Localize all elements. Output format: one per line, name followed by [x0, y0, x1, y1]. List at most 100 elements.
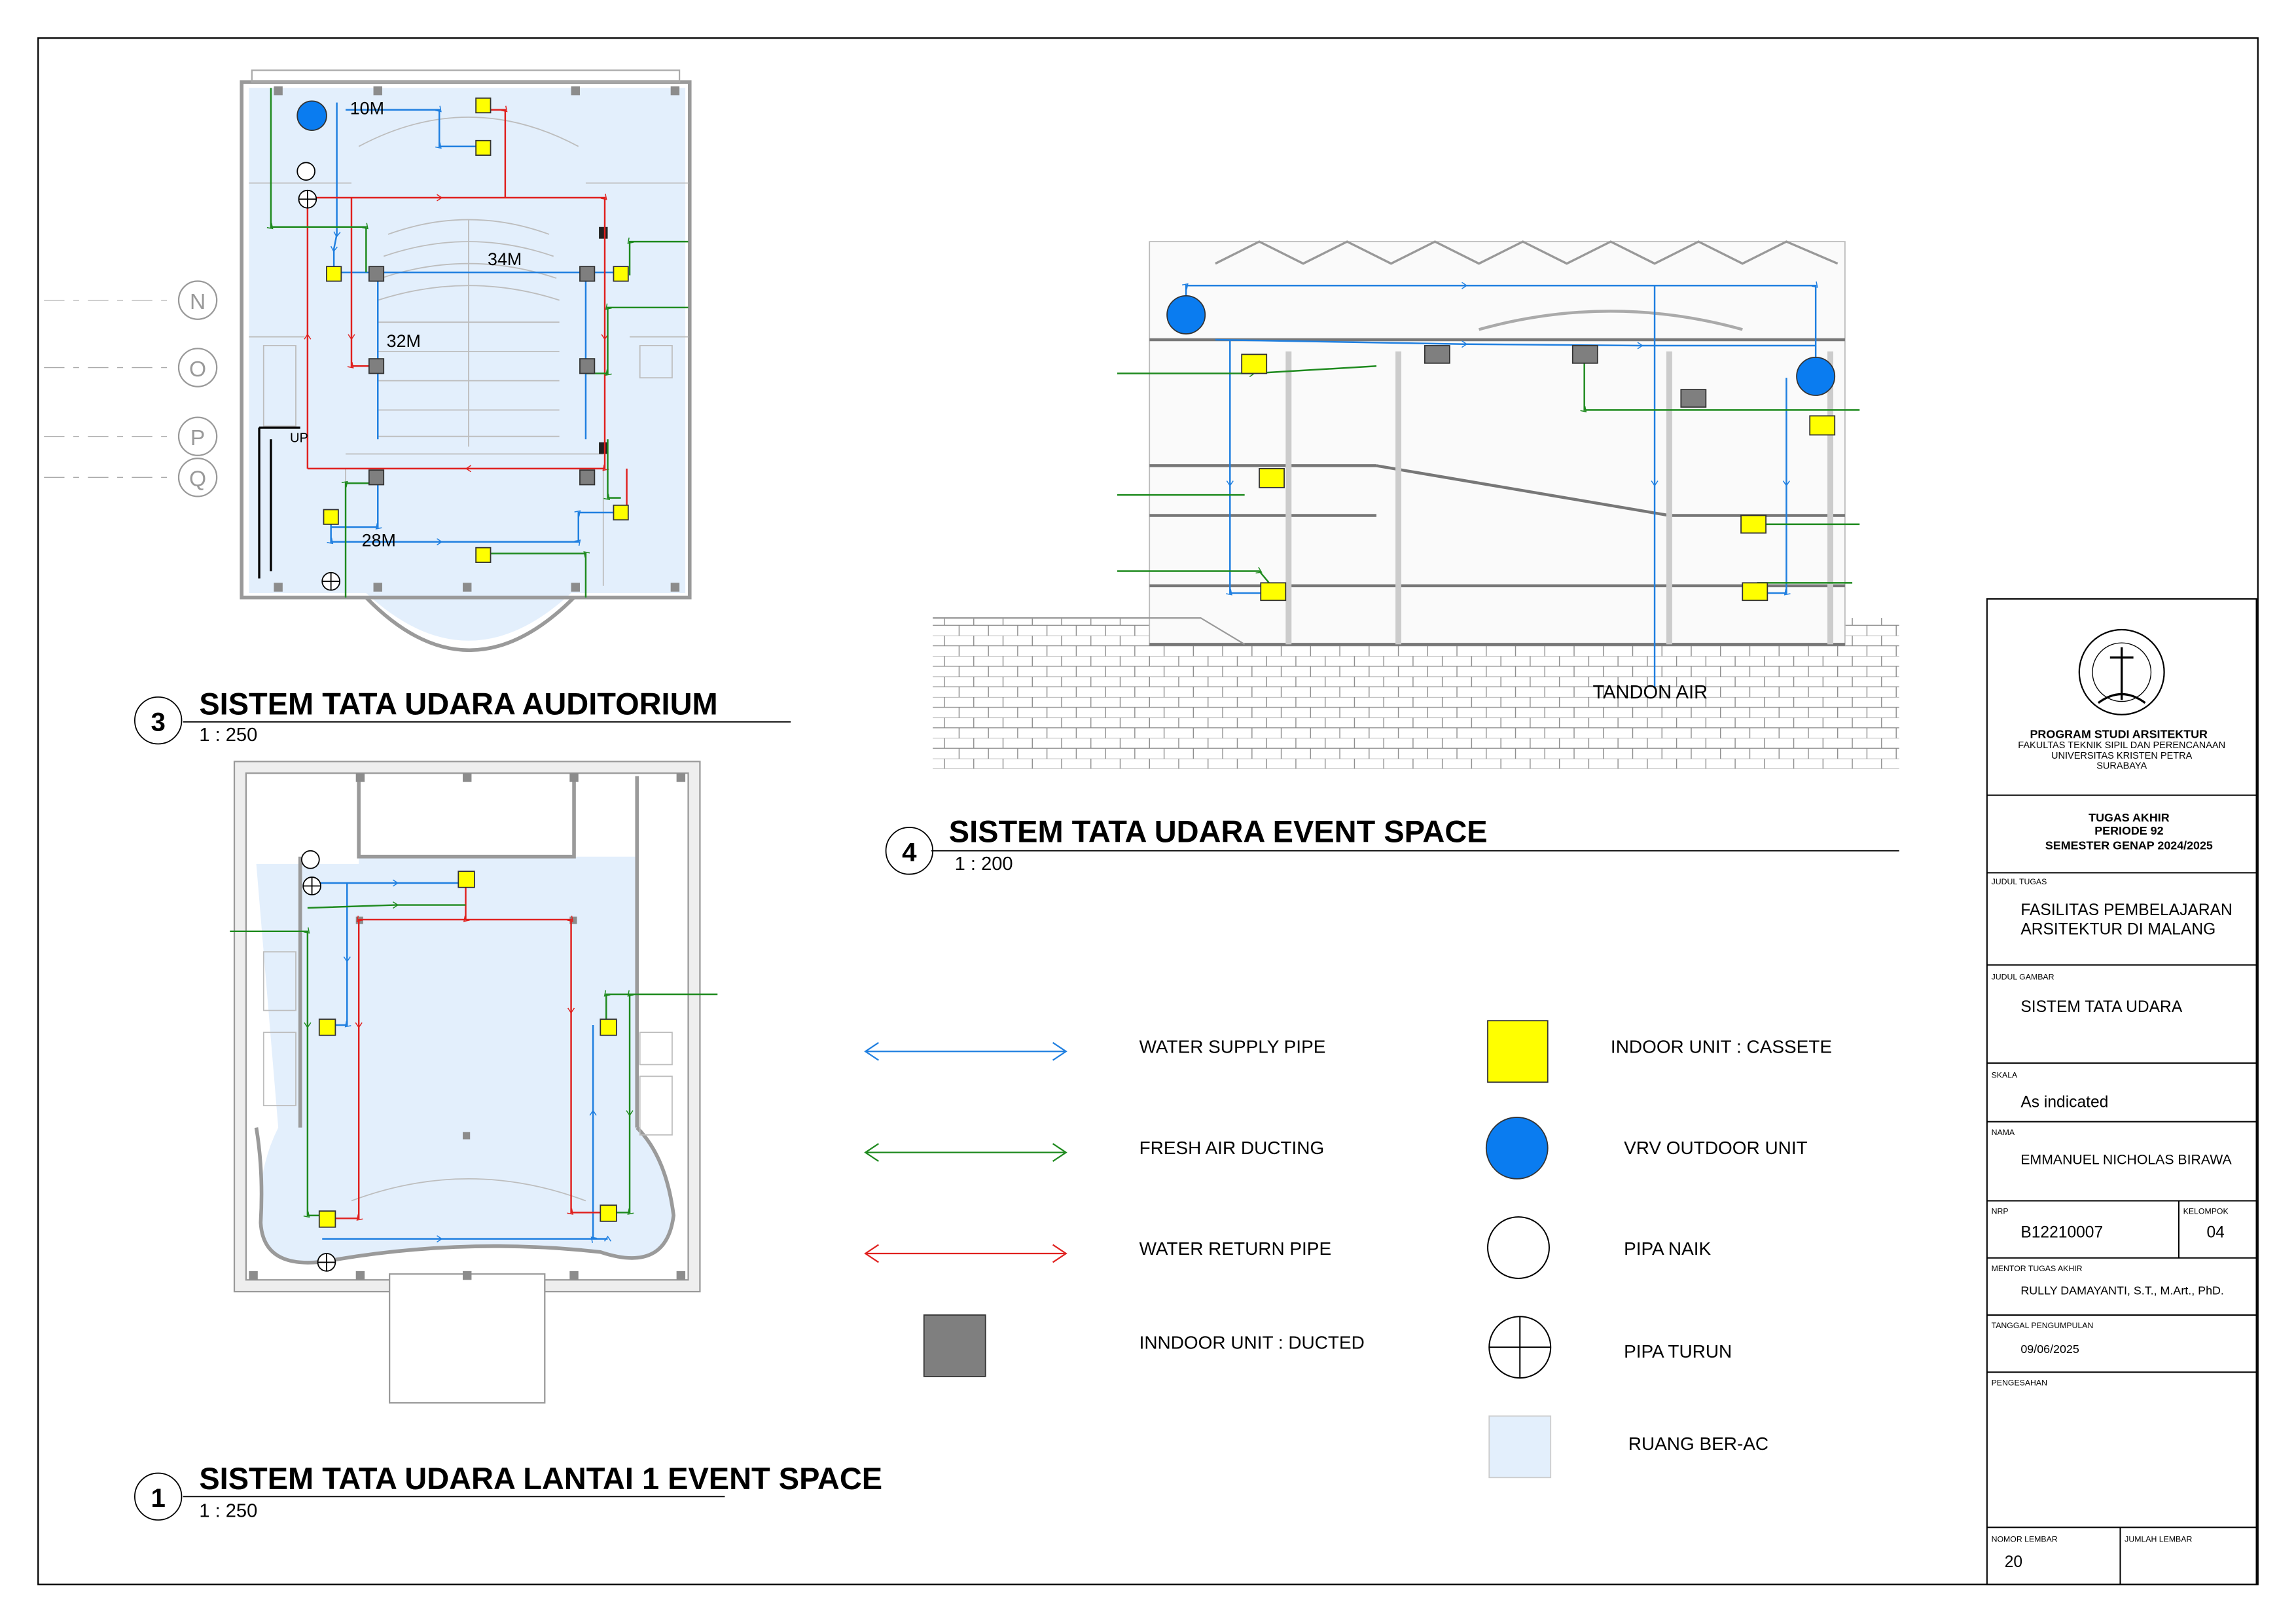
field-label: KELOMPOK: [2183, 1207, 2229, 1216]
dimension-label: 28M: [362, 530, 396, 550]
vrv-outdoor-unit-icon: [296, 100, 327, 132]
kelompok-value: 04: [2206, 1223, 2224, 1241]
pipa-naik-icon: [296, 162, 315, 181]
auditorium-plan: 10M 34M 32M 28M UP: [240, 69, 692, 652]
university-name: UNIVERSITAS KRISTEN PETRA: [2051, 751, 2193, 761]
field-label: MENTOR TUGAS AKHIR: [1992, 1264, 2083, 1273]
legend-ac-room-icon: [1488, 1415, 1552, 1479]
legend-vrv-outdoor-icon: [1485, 1117, 1549, 1180]
skala-value: As indicated: [2020, 1093, 2108, 1111]
field-label: NRP: [1992, 1207, 2009, 1216]
ducted-unit-icon: [1571, 345, 1598, 364]
event-space-section: TANDON AIR: [933, 240, 1899, 769]
faculty-name: FAKULTAS TEKNIK SIPIL DAN PERENCANAAN: [2018, 740, 2225, 751]
grid-label-o: O: [189, 357, 206, 382]
course-line: TUGAS AKHIR: [2089, 811, 2170, 824]
ducted-unit-icon: [579, 266, 596, 282]
legend-water-supply-icon: [864, 1041, 1067, 1061]
dimension-label: 32M: [387, 331, 421, 351]
ducted-unit-icon: [1424, 345, 1450, 364]
cassette-unit-icon: [318, 1019, 336, 1036]
cassette-unit-icon: [600, 1204, 617, 1222]
pipa-turun-icon: [321, 571, 340, 591]
field-label: PENGESAHAN: [1992, 1378, 2047, 1387]
drawing-scale: 1 : 250: [199, 725, 257, 746]
field-label: TANGGAL PENGUMPULAN: [1992, 1321, 2094, 1330]
legend-water-return-icon: [864, 1244, 1067, 1263]
cassette-unit-icon: [613, 266, 629, 282]
cassette-unit-icon: [1259, 467, 1285, 488]
cassette-unit-icon: [1809, 415, 1836, 436]
cassette-unit-icon: [318, 1210, 336, 1228]
legend-label: INNDOOR UNIT : DUCTED: [1139, 1332, 1365, 1352]
pipa-naik-icon: [301, 850, 320, 869]
legend: WATER SUPPLY PIPE FRESH AIR DUCTING WATE…: [864, 1020, 1832, 1479]
cassette-unit-icon: [475, 97, 492, 114]
drawing-title: SISTEM TATA UDARA LANTAI 1 EVENT SPACE: [199, 1461, 882, 1496]
legend-label: WATER SUPPLY PIPE: [1139, 1037, 1326, 1057]
judul-tugas-value: FASILITAS PEMBELAJARAN: [2020, 901, 2232, 919]
ducted-unit-icon: [579, 358, 596, 374]
nrp-value: B12210007: [2020, 1223, 2103, 1241]
nama-value: EMMANUEL NICHOLAS BIRAWA: [2020, 1152, 2232, 1168]
cassette-unit-icon: [475, 547, 492, 563]
drawing-number: 3: [151, 707, 165, 736]
field-label: JUDUL TUGAS: [1992, 877, 2047, 886]
program-name: PROGRAM STUDI ARSITEKTUR: [2030, 728, 2208, 741]
legend-label: PIPA NAIK: [1624, 1238, 1711, 1259]
legend-label: WATER RETURN PIPE: [1139, 1238, 1332, 1259]
drawing-number: 4: [902, 837, 917, 867]
university-logo: [2078, 628, 2165, 715]
drawing-title: SISTEM TATA UDARA EVENT SPACE: [949, 814, 1488, 848]
drawing-title: SISTEM TATA UDARA AUDITORIUM: [199, 687, 717, 721]
cassette-unit-icon: [475, 139, 492, 156]
drawing-title-4: 4 SISTEM TATA UDARA EVENT SPACE 1 : 200: [885, 814, 1899, 875]
ducted-unit-icon: [579, 469, 596, 486]
event-space-floor1-plan: [230, 761, 718, 1404]
field-label: JUMLAH LEMBAR: [2125, 1535, 2192, 1544]
dimension-label: 34M: [488, 249, 522, 269]
cassette-unit-icon: [323, 509, 339, 525]
drawing-number: 1: [151, 1483, 165, 1513]
drawing-title-1: 1 SISTEM TATA UDARA LANTAI 1 EVENT SPACE…: [134, 1461, 882, 1522]
legend-pipa-turun-icon: [1488, 1316, 1552, 1379]
field-label: SKALA: [1992, 1071, 2018, 1080]
mentor-value: RULLY DAMAYANTI, S.T., M.Art., PhD.: [2020, 1284, 2224, 1297]
ducted-unit-icon: [368, 469, 385, 486]
city-name: SURABAYA: [2096, 761, 2147, 772]
legend-pipa-naik-icon: [1487, 1216, 1550, 1280]
cassette-unit-icon: [1740, 514, 1767, 534]
vrv-outdoor-unit-icon: [1796, 356, 1836, 396]
legend-label: INDOOR UNIT : CASSETE: [1611, 1037, 1832, 1057]
title-block: PROGRAM STUDI ARSITEKTUR FAKULTAS TEKNIK…: [1986, 598, 2257, 1585]
legend-fresh-air-icon: [864, 1143, 1067, 1162]
course-line: SEMESTER GENAP 2024/2025: [2045, 839, 2213, 852]
grid-label-q: Q: [189, 467, 206, 492]
cassette-unit-icon: [600, 1019, 617, 1036]
pipa-turun-icon: [298, 189, 317, 209]
judul-tugas-value: ARSITEKTUR DI MALANG: [2020, 920, 2215, 938]
grid-label-n: N: [190, 290, 206, 314]
cassette-unit-icon: [1260, 582, 1287, 602]
stair-up-label: UP: [290, 431, 308, 446]
field-label: NOMOR LEMBAR: [1992, 1535, 2058, 1544]
field-label: NAMA: [1992, 1128, 2015, 1137]
tanggal-value: 09/06/2025: [2020, 1343, 2079, 1356]
cassette-unit-icon: [457, 871, 475, 888]
drawing-scale: 1 : 250: [199, 1501, 257, 1522]
pipa-turun-icon: [317, 1253, 336, 1272]
course-line: PERIODE 92: [2094, 824, 2163, 837]
pipa-turun-icon: [302, 876, 321, 895]
grid-label-p: P: [190, 426, 205, 450]
cassette-unit-icon: [1742, 582, 1768, 602]
ducted-unit-icon: [368, 358, 385, 374]
cassette-unit-icon: [613, 504, 629, 521]
grid-lines: N O P Q: [44, 280, 218, 497]
drawing-title-3: 3 SISTEM TATA UDARA AUDITORIUM 1 : 250: [134, 687, 791, 746]
sheet-border: [37, 37, 2259, 1585]
drawing-scale: 1 : 200: [955, 854, 1013, 875]
tandon-air-label: TANDON AIR: [1593, 682, 1708, 703]
legend-label: VRV OUTDOOR UNIT: [1624, 1138, 1808, 1158]
vrv-outdoor-unit-icon: [1166, 295, 1206, 334]
